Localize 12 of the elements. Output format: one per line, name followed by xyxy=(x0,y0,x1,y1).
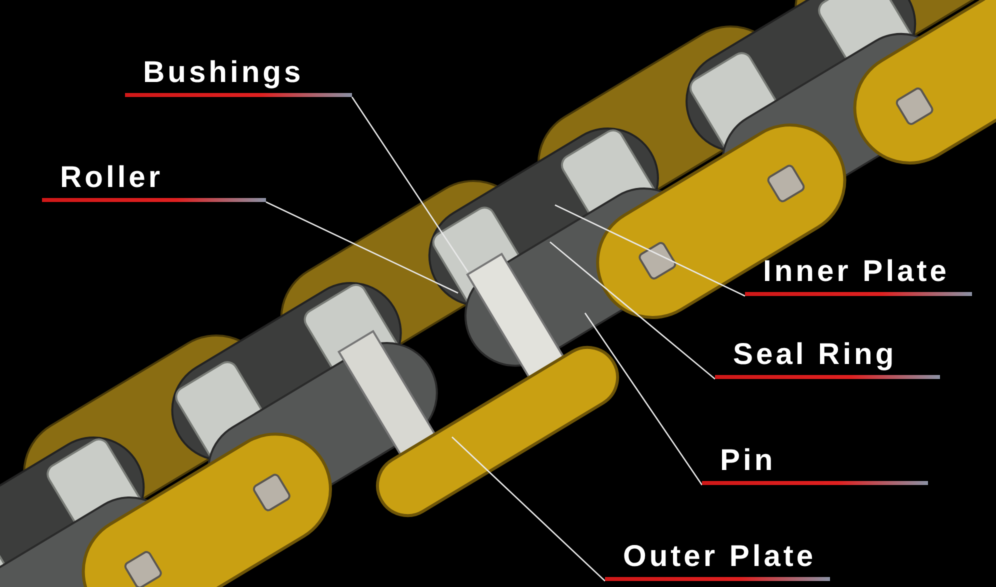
part-label: Roller xyxy=(42,160,266,202)
leader-line xyxy=(452,436,606,582)
leader-line xyxy=(550,241,716,380)
part-label: Seal Ring xyxy=(715,337,940,379)
part-label: Bushings xyxy=(125,55,352,97)
leader-line xyxy=(554,204,746,297)
part-label: Inner Plate xyxy=(745,254,972,296)
leader-line xyxy=(266,201,458,294)
part-label: Pin xyxy=(702,443,928,485)
leader-line xyxy=(351,96,469,272)
leader-line xyxy=(584,312,703,486)
part-label: Outer Plate xyxy=(605,539,830,581)
